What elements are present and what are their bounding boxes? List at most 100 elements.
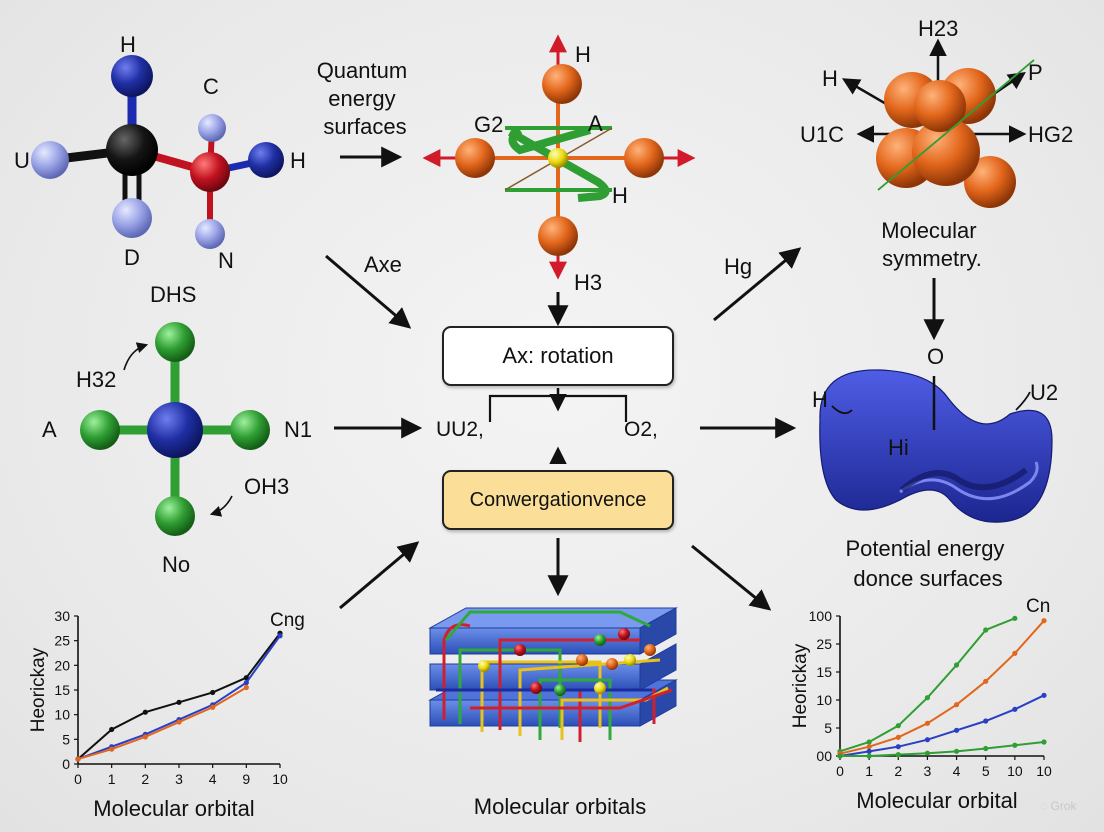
data-point — [924, 750, 931, 756]
quantum-caption: Quantum energy surfaces — [317, 58, 414, 139]
molecule-title: DHS — [150, 282, 196, 307]
atom-label: A — [588, 111, 603, 136]
atom-lavender — [112, 198, 152, 238]
y-tick-label: 15 — [816, 664, 832, 680]
x-tick-label: 10 — [1007, 763, 1023, 779]
data-point — [837, 753, 843, 759]
top-left-molecule: H C U H D N — [14, 32, 306, 273]
atom-lavender — [198, 114, 226, 142]
data-point — [109, 726, 115, 733]
caption-line: energy — [328, 86, 395, 111]
arrow-label: Axe — [364, 252, 402, 277]
quantum-molecule: H G2 A H H3 — [422, 34, 696, 295]
data-point — [277, 633, 283, 639]
rotation-box: Ax: rotation — [442, 326, 674, 386]
atom-label: No — [162, 552, 190, 577]
atom-label: G2 — [474, 112, 503, 137]
convergence-box: Conwergationvence — [442, 470, 674, 530]
atom-label: HG2 — [1028, 122, 1073, 147]
data-point — [243, 684, 249, 691]
surface-label: U2 — [1030, 380, 1058, 405]
x-axis-label: Molecular orbital — [856, 788, 1017, 813]
x-axis-label: Molecular orbital — [93, 796, 254, 821]
flow-arrow — [339, 541, 420, 610]
atom-orange — [455, 138, 495, 178]
atom-blue — [111, 55, 153, 97]
data-point — [866, 739, 872, 745]
atom-red — [190, 152, 230, 192]
atom-orange — [538, 216, 578, 256]
surface-caption: Potential energy donce surfaces — [845, 536, 1010, 591]
atom-label: N1 — [284, 417, 312, 442]
watermark: ◌ Grok — [1040, 799, 1077, 813]
y-tick-label: 25 — [54, 633, 70, 649]
atom-green — [155, 496, 195, 536]
data-point — [243, 680, 249, 686]
data-point — [983, 745, 989, 752]
data-point — [895, 744, 901, 750]
atom-label: H3 — [574, 270, 602, 295]
x-tick-label: 10 — [272, 771, 288, 787]
data-point — [210, 689, 216, 696]
data-point — [176, 699, 182, 705]
y-tick-label: 30 — [54, 608, 70, 624]
arrow-label: Hg — [724, 254, 752, 279]
data-point — [1012, 706, 1018, 712]
caption-line: donce surfaces — [853, 566, 1002, 591]
data-point — [953, 748, 960, 754]
data-point — [866, 748, 872, 754]
caption-line: Molecular — [881, 218, 976, 243]
x-tick-label: 5 — [982, 763, 990, 779]
center-left-label: UU2, — [436, 418, 484, 441]
x-tick-label: 2 — [141, 771, 149, 787]
data-point — [953, 662, 960, 668]
data-point — [924, 737, 931, 743]
data-point — [953, 702, 960, 708]
data-point — [1041, 618, 1047, 624]
data-point — [983, 627, 989, 633]
data-point — [1012, 650, 1018, 656]
atom-label: C — [203, 74, 219, 99]
series-line-2 — [77, 686, 247, 761]
series-line-0 — [77, 632, 281, 760]
x-tick-label: 3 — [175, 771, 183, 787]
y-tick-label: 10 — [816, 692, 832, 708]
y-tick-label: 20 — [54, 657, 70, 673]
atom-label: H — [120, 32, 136, 57]
data-point — [895, 734, 901, 740]
x-tick-label: 0 — [74, 771, 82, 787]
x-tick-label: 9 — [242, 771, 250, 787]
y-axis-label: Heorickay — [28, 647, 49, 732]
atom-label: H — [822, 66, 838, 91]
surface-label: Hi — [888, 435, 909, 460]
orbitals-caption: Molecular orbitals — [474, 794, 646, 819]
x-tick-label: 1 — [108, 771, 116, 787]
x-tick-label: 4 — [953, 763, 961, 779]
caption-line: surfaces — [323, 114, 406, 139]
atom-blue — [248, 142, 284, 178]
flow-arrow — [325, 254, 412, 329]
atom-label: U1C — [800, 122, 844, 147]
middle-left-molecule: DHS H32 A N1 OH3 No — [42, 282, 312, 577]
chart-annotation: Cn — [1026, 596, 1050, 617]
data-point — [1041, 739, 1047, 745]
atom-blue — [147, 402, 203, 458]
data-point — [866, 753, 872, 759]
atom-label: A — [42, 417, 57, 442]
data-point — [866, 744, 872, 750]
atom-label: H — [612, 183, 628, 208]
atom-carbon — [106, 124, 158, 176]
data-point — [210, 704, 216, 710]
y-tick-label: 25 — [816, 636, 832, 652]
data-point — [1041, 692, 1047, 698]
orbital-block: Molecular orbitals — [428, 607, 678, 819]
atom-label: D — [124, 245, 140, 270]
data-point — [109, 746, 115, 752]
x-tick-label: 3 — [924, 763, 932, 779]
atom-orange — [542, 64, 582, 104]
y-tick-label: 5 — [824, 720, 832, 736]
symmetry-caption: Molecular symmetry. — [881, 218, 983, 271]
